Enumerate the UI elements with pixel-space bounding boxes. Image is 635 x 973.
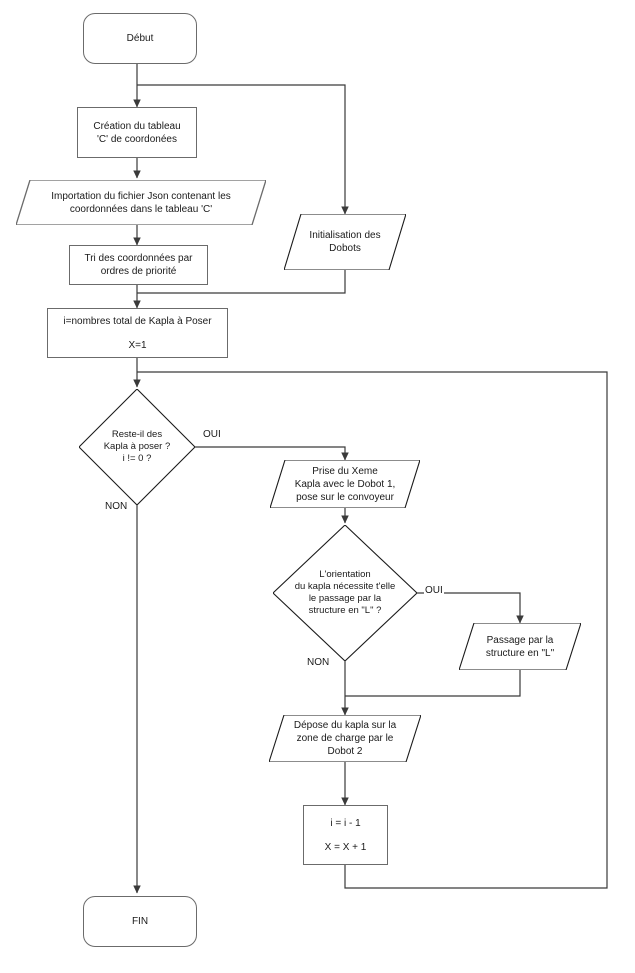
node-init-dobots[interactable]: Initialisation des Dobots — [284, 214, 406, 270]
node-decision-remaining-label: Reste-il des Kapla à poser ? i != 0 ? — [103, 429, 171, 464]
node-end-label: FIN — [131, 916, 149, 927]
node-drop-kapla[interactable]: Dépose du kapla sur la zone de charge pa… — [269, 715, 421, 762]
edge-start-to-init — [137, 84, 349, 215]
edge-label-orientation-no: NON — [306, 657, 331, 669]
node-start[interactable]: Début — [83, 13, 197, 64]
node-import-json-label: Importation du fichier Json contenant le… — [51, 190, 231, 215]
node-counter-init-line2: X=1 — [128, 339, 147, 351]
node-pick-kapla-label: Prise du Xeme Kapla avec le Dobot 1, pos… — [294, 465, 396, 503]
edge-label-orientation-yes: OUI — [424, 585, 444, 597]
node-create-array[interactable]: Création du tableau 'C' de coordonées — [77, 107, 197, 158]
node-counter-init-line1: i=nombres total de Kapla à Poser — [63, 315, 212, 327]
edge-init-merge — [137, 270, 346, 294]
node-sort-coords-label: Tri des coordonnées par ordres de priori… — [84, 253, 193, 277]
node-init-dobots-label: Initialisation des Dobots — [309, 230, 381, 254]
edge-label-remaining-yes: OUI — [202, 429, 222, 441]
edge-decision1-yes — [195, 446, 349, 461]
node-counter-init-stack: i=nombres total de Kapla à Poser X=1 — [48, 315, 227, 352]
node-pass-l-structure-label: Passage par la structure en "L" — [485, 634, 555, 659]
node-start-label: Début — [126, 33, 154, 44]
node-end[interactable]: FIN — [83, 896, 197, 947]
edge-passage-merge — [345, 670, 521, 697]
node-drop-kapla-label: Dépose du kapla sur la zone de charge pa… — [293, 720, 397, 757]
node-decision-orientation[interactable]: L'orientation du kapla nécessite t'elle … — [273, 525, 417, 661]
node-counter-update[interactable]: i = i - 1 X = X + 1 — [303, 805, 388, 865]
node-import-json[interactable]: Importation du fichier Json contenant le… — [16, 180, 266, 225]
node-pick-kapla[interactable]: Prise du Xeme Kapla avec le Dobot 1, pos… — [270, 460, 420, 508]
node-create-array-label: Création du tableau 'C' de coordonées — [93, 120, 181, 145]
edge-decision2-yes — [417, 592, 524, 624]
edge-loop-back — [137, 371, 608, 889]
node-counter-init[interactable]: i=nombres total de Kapla à Poser X=1 — [47, 308, 228, 358]
node-counter-update-line2: X = X + 1 — [324, 841, 367, 853]
node-sort-coords[interactable]: Tri des coordonnées par ordres de priori… — [69, 245, 208, 285]
node-pass-l-structure[interactable]: Passage par la structure en "L" — [459, 623, 581, 670]
node-decision-remaining[interactable]: Reste-il des Kapla à poser ? i != 0 ? — [79, 389, 195, 505]
node-decision-orientation-label: L'orientation du kapla nécessite t'elle … — [294, 569, 396, 616]
edge-label-remaining-no: NON — [104, 501, 129, 513]
node-counter-update-stack: i = i - 1 X = X + 1 — [304, 817, 387, 854]
node-counter-update-line1: i = i - 1 — [330, 817, 361, 829]
